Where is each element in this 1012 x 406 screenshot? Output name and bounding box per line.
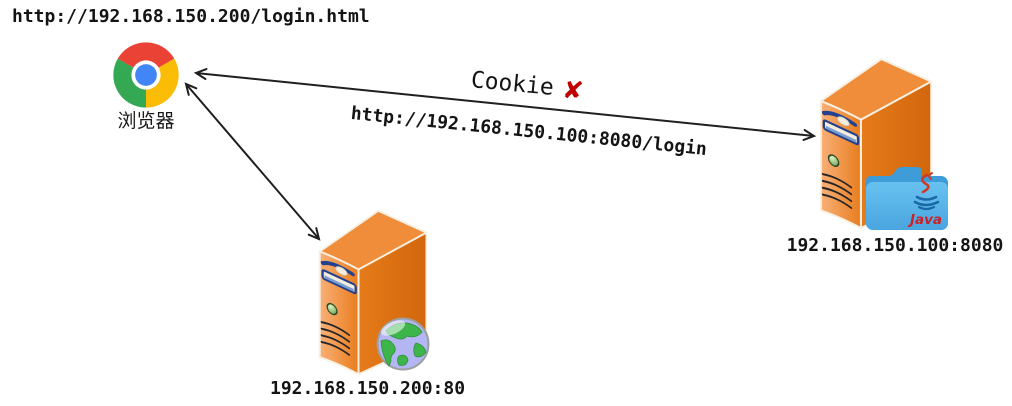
java-folder-label: Java <box>907 212 942 228</box>
chrome-icon <box>113 42 179 108</box>
arrow-browser-webserver <box>184 82 321 241</box>
browser-label: 浏览器 <box>117 110 175 132</box>
java-folder-icon: Java <box>866 167 948 230</box>
browser-request-url: http://192.168.150.200/login.html <box>12 6 370 27</box>
java-logo-icon: Java <box>907 172 942 228</box>
web-server-address: 192.168.150.200:80 <box>270 378 466 399</box>
globe-icon <box>376 317 430 371</box>
cookie-rejected-x-icon: ✘ <box>561 74 585 106</box>
app-server-address: 192.168.150.100:8080 <box>786 235 1004 256</box>
